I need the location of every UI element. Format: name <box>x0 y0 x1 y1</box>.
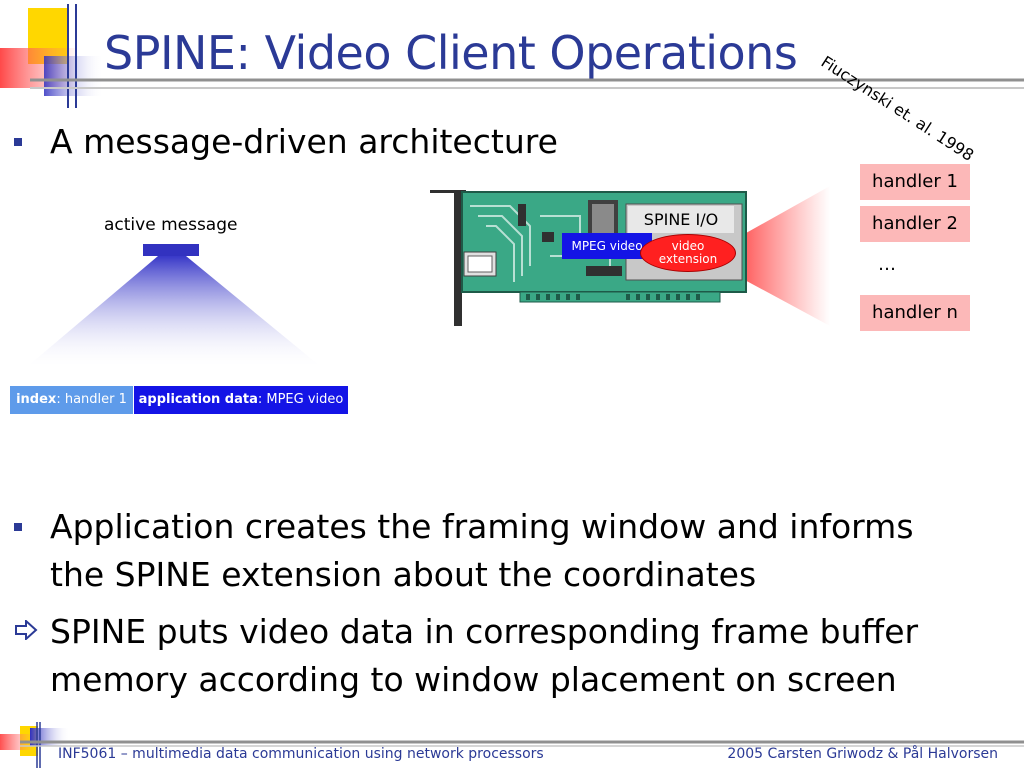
video-extension-line2: extension <box>658 252 718 266</box>
video-extension: video extension <box>640 234 736 272</box>
handler-1: handler 1 <box>860 164 970 200</box>
mpeg-video-label: MPEG video <box>562 233 652 259</box>
active-message-cone <box>28 244 320 366</box>
handler-ellipsis: … <box>878 254 896 275</box>
app-key: application data <box>138 392 258 407</box>
arrow-bullet-icon <box>15 620 38 640</box>
header-decoration <box>0 4 1024 108</box>
bullet-line: the SPINE extension about the coordinate… <box>50 555 757 594</box>
index-value: : handler 1 <box>56 392 127 407</box>
active-message-label: active message <box>104 215 238 235</box>
bullet-line: SPINE puts video data in corresponding f… <box>50 612 919 651</box>
footer-decoration <box>0 722 1024 768</box>
page-title: SPINE: Video Client Operations <box>104 26 798 80</box>
handler-n: handler n <box>860 295 970 331</box>
square-bullet-icon <box>14 138 22 146</box>
footer-authors: 2005 Carsten Griwodz & Pål Halvorsen <box>727 746 998 762</box>
footer-course: INF5061 – multimedia data communication … <box>58 746 544 762</box>
app-value: : MPEG video <box>257 392 344 407</box>
bullet-text: A message-driven architecture <box>50 122 558 161</box>
video-extension-line1: video <box>671 239 705 253</box>
index-key: index <box>16 392 57 407</box>
spine-io-label: SPINE I/O <box>628 206 734 233</box>
application-data-field: application data: MPEG video <box>134 386 348 414</box>
bullet-line: memory according to window placement on … <box>50 660 897 699</box>
index-field: index: handler 1 <box>10 386 133 414</box>
handler-2: handler 2 <box>860 206 970 242</box>
square-bullet-icon <box>14 523 22 531</box>
bullet-line: Application creates the framing window a… <box>50 507 914 546</box>
